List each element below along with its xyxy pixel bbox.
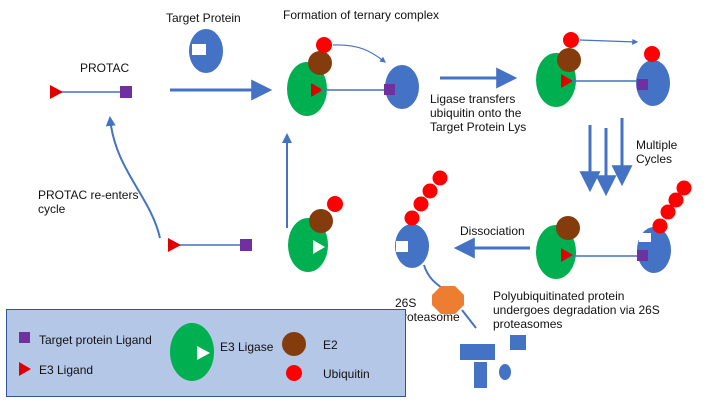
polyubiquitin-complex bbox=[536, 180, 692, 279]
label-protac: PROTAC bbox=[80, 61, 130, 75]
legend-e3-ligand-icon bbox=[19, 362, 31, 376]
legend-ubiquitin-label: Ubiquitin bbox=[323, 367, 370, 381]
legend-e3-ligand-label: E3 Ligand bbox=[39, 363, 94, 377]
legend-target-ligand-icon bbox=[19, 332, 30, 343]
target-protein-free bbox=[189, 29, 223, 73]
released-ligase-complex bbox=[288, 196, 343, 272]
legend-e2-label: E2 bbox=[323, 338, 338, 352]
legend: Target protein Ligand E3 Ligand E3 Ligas… bbox=[6, 309, 406, 397]
legend-target-ligand-label: Target protein Ligand bbox=[39, 333, 152, 347]
protac-molecule-free bbox=[50, 85, 132, 99]
legend-e3-ligase-label: E3 Ligase bbox=[220, 340, 274, 354]
e3-ligase-icon bbox=[287, 62, 327, 116]
legend-ubiquitin-icon bbox=[286, 365, 302, 381]
ubiquitin-icon bbox=[316, 37, 332, 53]
label-polyubiquitinated: Polyubiquitinated protein undergoes degr… bbox=[493, 289, 660, 331]
protac-molecule-released bbox=[168, 238, 252, 252]
label-26s-proteasome: 26S Proteasome bbox=[395, 296, 460, 324]
label-protac-reenters: PROTAC re-enters cycle bbox=[38, 188, 139, 216]
proteasome-icon bbox=[432, 286, 464, 314]
label-multiple-cycles: Multiple Cycles bbox=[636, 138, 678, 166]
label-target-protein: Target Protein bbox=[166, 11, 241, 25]
transfer-complex bbox=[536, 32, 670, 107]
polyubiquitinated-target bbox=[395, 170, 448, 291]
legend-e3-ligase-icon bbox=[170, 323, 214, 381]
ternary-complex bbox=[287, 37, 419, 116]
arrow-protac-reenters bbox=[105, 116, 161, 239]
multiple-cycles-arrows bbox=[579, 118, 633, 197]
e3-ligand-icon bbox=[50, 85, 63, 99]
target-ligand-icon bbox=[120, 86, 132, 98]
label-dissociation: Dissociation bbox=[460, 224, 525, 238]
e2-icon bbox=[308, 51, 332, 75]
degraded-fragments bbox=[460, 335, 526, 388]
target-protein-icon bbox=[385, 65, 419, 109]
label-ligase-transfers: Ligase transfers ubiquitin onto the Targ… bbox=[430, 92, 527, 134]
label-ternary-complex: Formation of ternary complex bbox=[283, 8, 440, 22]
legend-e2-icon bbox=[282, 332, 306, 356]
legend-symbols bbox=[19, 323, 306, 381]
